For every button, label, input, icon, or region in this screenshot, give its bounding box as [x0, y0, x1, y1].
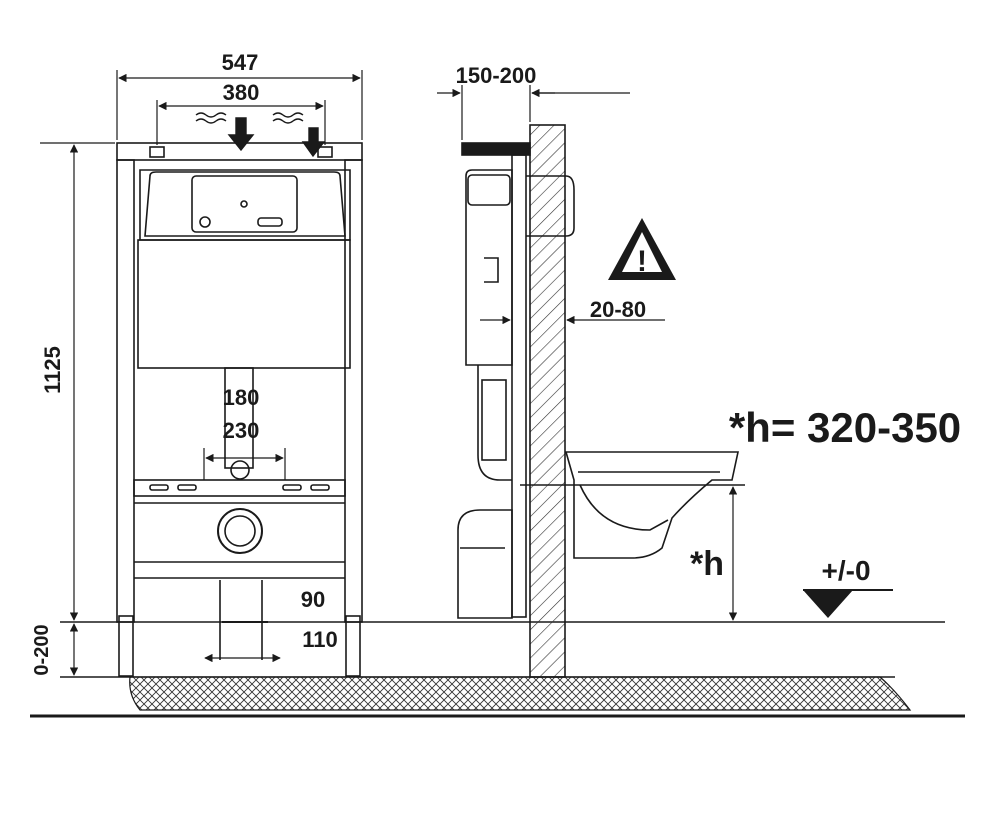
bowl-inner-curve	[579, 484, 669, 531]
inlet-arrow-left-icon	[227, 117, 255, 152]
bar-slot-3	[282, 484, 302, 491]
wall-section	[529, 124, 566, 678]
label-230: 230	[223, 418, 260, 443]
label-90: 90	[301, 587, 325, 612]
bar-slot-2	[177, 484, 197, 491]
flush-pipe-side	[477, 365, 512, 481]
flush-pipe-end	[230, 460, 250, 480]
cistern-cap-side	[467, 174, 511, 206]
label-20-80: 20-80	[590, 297, 646, 322]
front-view-frame	[116, 142, 363, 677]
label-bowl-height-formula: *h= 320-350	[729, 404, 961, 451]
side-dimensions	[437, 85, 738, 621]
label-180: 180	[223, 385, 260, 410]
bowl-support-bar	[133, 479, 346, 497]
frame-top-side	[461, 142, 531, 156]
label-0-200-vertical: 0-200	[31, 624, 53, 675]
label-1125: 1125	[40, 346, 65, 394]
drain-outlet-inner	[224, 515, 256, 547]
frame-post-side	[511, 154, 527, 618]
bar-slot-1	[149, 484, 169, 491]
label-547: 547	[222, 50, 259, 75]
level-triangle-icon	[803, 590, 853, 618]
flush-plate-side	[526, 175, 575, 237]
warning-glyph: !	[637, 245, 647, 278]
cistern-cap	[144, 171, 346, 237]
label-h: *h	[690, 545, 724, 583]
cistern-top	[139, 169, 351, 241]
side-view	[457, 124, 745, 678]
wave-icon-right	[272, 112, 304, 124]
left-foot	[118, 615, 134, 677]
toilet-bowl-side	[564, 451, 739, 559]
bracket-side	[484, 257, 499, 283]
label-150-200: 150-200	[456, 63, 537, 88]
warning-triangle-icon: !	[608, 218, 676, 280]
water-inlet-symbols	[195, 112, 326, 158]
drain-outlet-outer	[217, 508, 263, 554]
right-post	[344, 159, 363, 623]
left-post	[116, 159, 135, 623]
actuator-hole	[240, 200, 248, 208]
floor-hatch	[129, 676, 912, 711]
actuator-slot	[257, 217, 283, 227]
flush-pipe-body-side	[481, 379, 507, 461]
right-inlet-block	[317, 146, 333, 158]
right-foot	[345, 615, 361, 677]
label-110: 110	[302, 627, 338, 652]
inlet-arrow-right-icon	[301, 127, 326, 158]
screw-hole	[199, 216, 211, 228]
flush-panel-cutout	[191, 175, 298, 233]
left-inlet-block	[149, 146, 165, 158]
bar-slot-4	[310, 484, 330, 491]
cistern-tank	[137, 239, 351, 369]
label-380: 380	[223, 80, 260, 105]
flush-pipe	[224, 367, 254, 469]
wave-icon-left	[195, 112, 227, 124]
drain-elbow-side	[457, 509, 513, 619]
front-dimensions	[40, 70, 363, 676]
label-floor-level: +/-0	[821, 555, 870, 586]
cistern-side	[465, 169, 513, 366]
floor-level-marker	[803, 589, 893, 618]
floor	[30, 621, 965, 718]
